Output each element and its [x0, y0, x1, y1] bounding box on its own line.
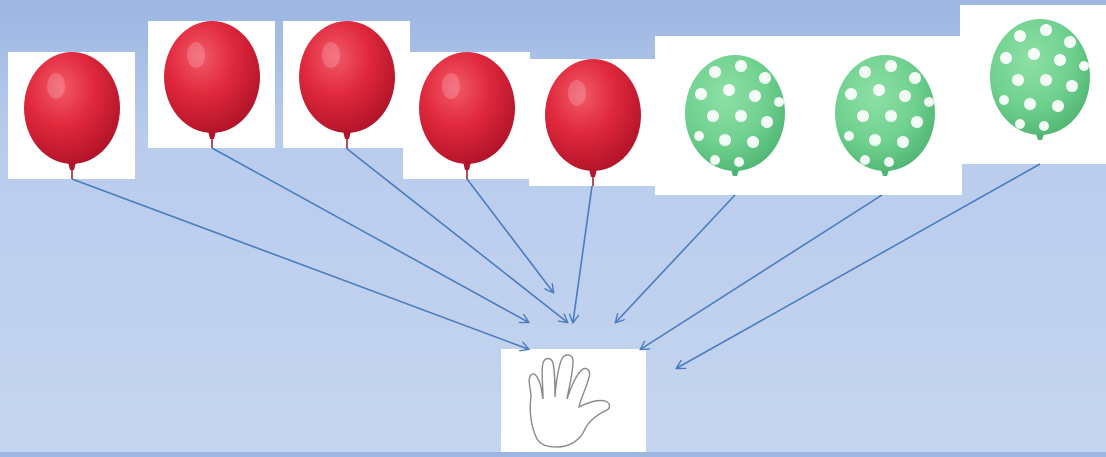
arrow-red-4: [467, 179, 553, 292]
arrow-red-5: [573, 186, 592, 322]
arrow-red-3: [346, 148, 567, 322]
arrow-green-3: [677, 164, 1040, 368]
arrow-green-2: [641, 195, 882, 349]
arrow-red-1: [72, 179, 528, 349]
arrow-green-1: [616, 195, 735, 322]
arrow-red-2: [212, 148, 528, 322]
